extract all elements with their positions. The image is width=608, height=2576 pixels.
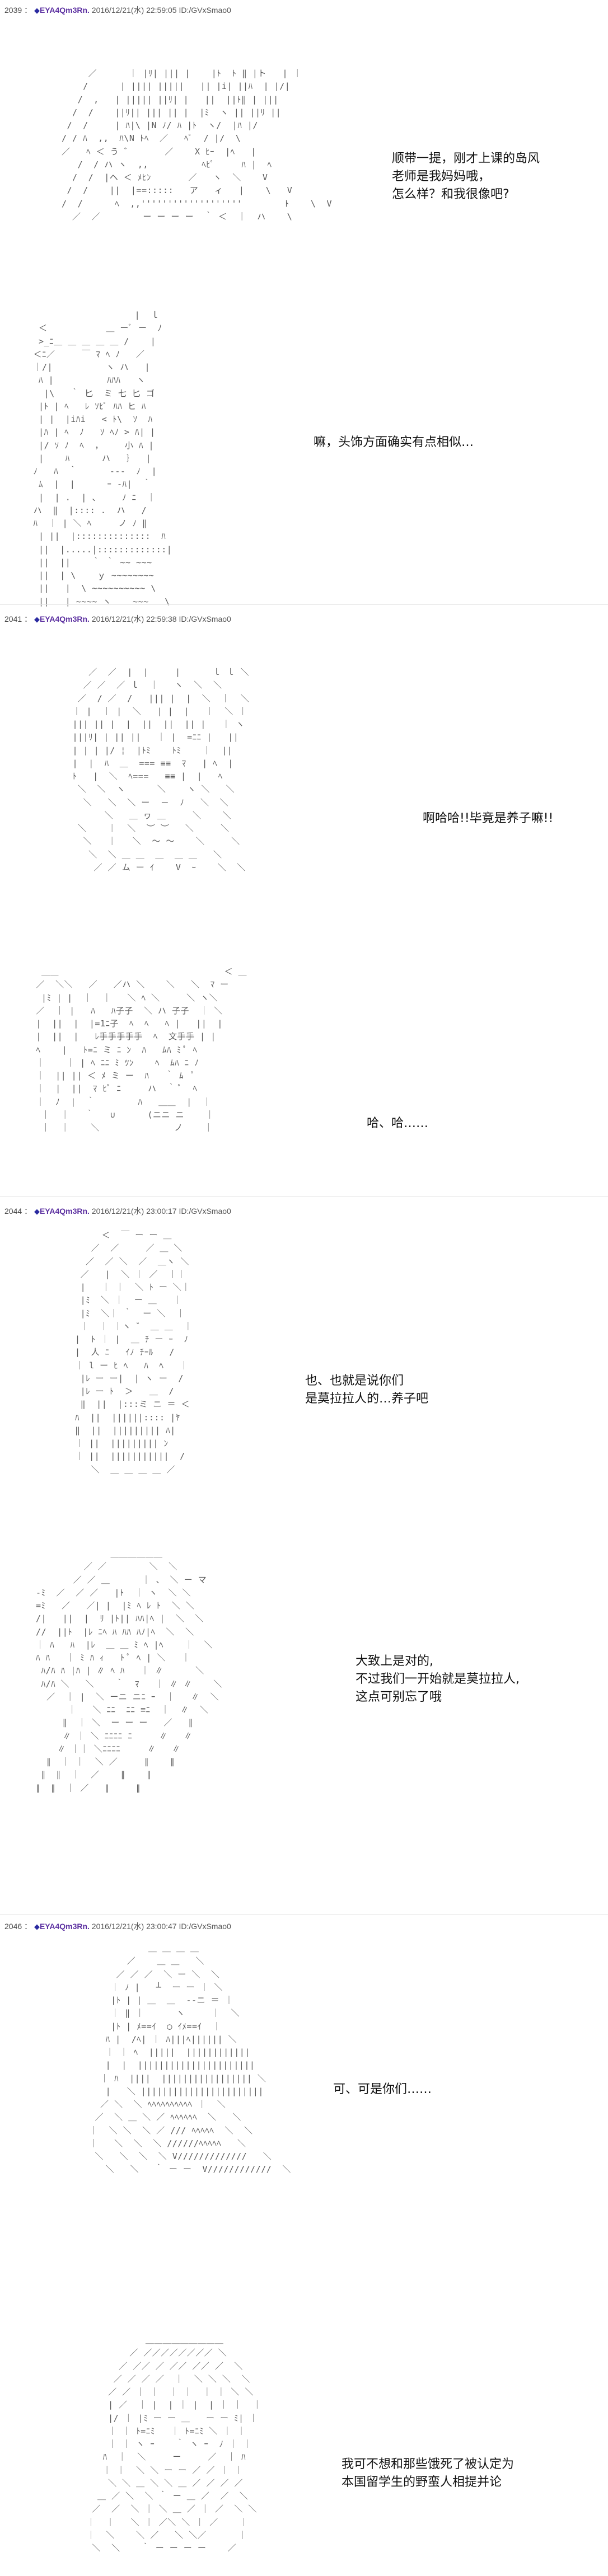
trip-diamond-icon: ◆ [34,6,40,15]
ascii-art-character-5: ＜ ￣ ー ー ＿ ／ ／ ／ ＿ ＼ ／ ／ ＼ ／ ＿ヽ ＼ ／ | ＼ ｜… [75,1230,193,1475]
poster-tripcode[interactable]: EYA4Qm3Rn. [39,1922,90,1931]
post-datetime: 2016/12/21(水) 22:59:05 ID:/GVxSmao0 [91,6,231,15]
trip-diamond-icon: ◆ [34,615,40,623]
post-separator: ： [24,6,32,15]
ascii-art-character-4: ＿＿ ＜ ＿ ／ ＼＼ ／ ／ハ ＼ ＼ ＼ ﾏ ー |ﾐ | | ｜ ｜ ＼ … [36,966,247,1133]
poster-tripcode[interactable]: EYA4Qm3Rn. [39,1207,90,1216]
ascii-art-character-8: ＿＿＿＿＿＿＿＿＿ ／ ／／／／／／／／ ＼ ／ ／／ ／ ／／ ／／ ／ ＼ … [87,2335,262,2553]
dialog-text: 大致上是对的, 不过我们一开始就是莫拉拉人, 这点可别忘了哦 [356,1654,520,1704]
dialog-text: 可、可是你们…… [333,2082,432,2096]
trip-diamond-icon: ◆ [34,1922,40,1931]
post-header: 2044 ： ◆EYA4Qm3Rn. 2016/12/21(水) 23:00:1… [4,1205,231,1217]
trip-diamond-icon: ◆ [34,1207,40,1216]
post-number: 2041 [4,614,22,623]
post-separator: ： [24,1922,32,1931]
dialog-text: 我可不想和那些饿死了被认定为 本国留学生的野蛮人相提并论 [342,2457,515,2489]
poster-tripcode[interactable]: EYA4Qm3Rn. [39,614,90,623]
post-divider [0,1914,608,1915]
post-header: 2039 ： ◆EYA4Qm3Rn. 2016/12/21(水) 22:59:0… [4,4,231,16]
post-datetime: 2016/12/21(水) 22:59:38 ID:/GVxSmao0 [91,614,231,623]
post-divider [0,1196,608,1197]
dialog-text: 啊哈哈!!毕竟是养子嘛!! [423,811,554,825]
ascii-art-character-1: ／ ｜ |ﾘ| ||| | |ﾄ ﾄ ‖ |ト | ｜ / | |||| |||… [62,68,333,222]
post-separator: ： [24,1207,32,1216]
post-number: 2039 [4,6,22,15]
dialog-text: 也、也就是说你们 是莫拉拉人的…养子吧 [305,1374,429,1406]
post-datetime: 2016/12/21(水) 23:00:17 ID:/GVxSmao0 [91,1207,231,1216]
post-number: 2044 [4,1207,22,1216]
post-separator: ： [24,614,32,623]
ascii-art-character-7: ＿ ＿ ＿ ＿ ／ ＿ ＿ ＼ ／ ／ ／ ＼ ー ＼ ＼ ｜ ﾉ | ┴ ー … [90,1943,291,2175]
dialog-text: 哈、哈…… [367,1116,429,1130]
dialog-text: 嘛，头饰方面确实有点相似… [314,435,474,449]
post-number: 2046 [4,1922,22,1931]
post-header: 2041 ： ◆EYA4Qm3Rn. 2016/12/21(水) 22:59:3… [4,613,231,625]
post-divider [0,604,608,605]
post-header: 2046 ： ◆EYA4Qm3Rn. 2016/12/21(水) 23:00:4… [4,1921,231,1932]
post-datetime: 2016/12/21(水) 23:00:47 ID:/GVxSmao0 [91,1922,231,1931]
ascii-art-character-6: ＿＿＿＿＿＿ ／ ／ ＼ ＼ ／ ／ ＿ ｜ 、 ＼ ー マ -ﾐ ／ ／ ／ … [36,1549,222,1793]
ascii-art-character-2: | ｌ ＜ ＿ ーﾞ ー ﾉ >_ﾆ＿ ＿ ＿ ＿ ＿ / | ＜ﾆ／ ￣ ﾏ … [33,310,172,607]
poster-tripcode[interactable]: EYA4Qm3Rn. [39,6,90,15]
ascii-art-character-3: ／ ／ | | | ｌ ｌ ＼ ／ ／ ／ ｌ ｜ ヽ ＼ ＼ ／ / ／ / … [72,667,250,872]
dialog-text: 顺带一提，刚才上课的岛风 老师是我妈妈哦， 怎么样？和我很像吧? [392,152,540,201]
